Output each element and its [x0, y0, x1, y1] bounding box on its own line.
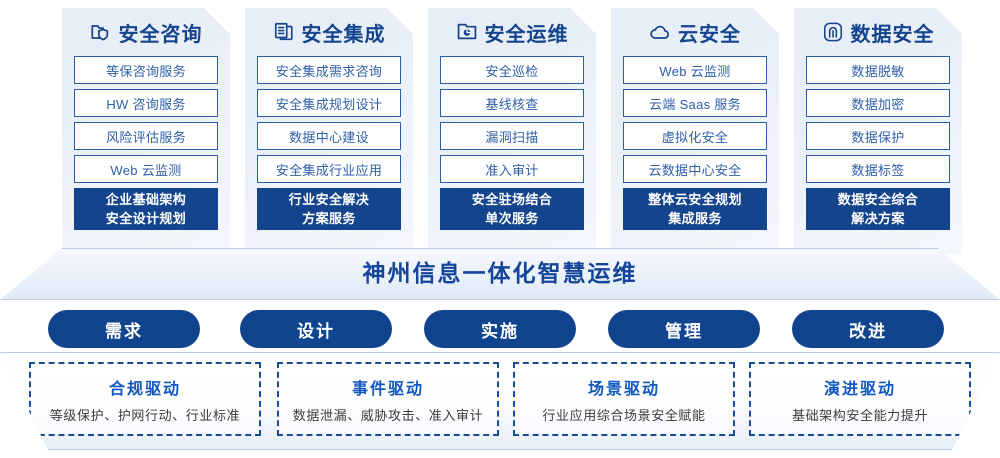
- panel-item[interactable]: 安全集成规划设计: [257, 89, 401, 117]
- stacked-documents-icon: [273, 21, 295, 43]
- panel-summary[interactable]: 企业基础架构 安全设计规划: [74, 188, 218, 230]
- panel-item[interactable]: HW 咨询服务: [74, 89, 218, 117]
- category-panel-security-operations[interactable]: 安全运维 安全巡检 基线核查 漏洞扫描 准入审计 安全驻场结合 单次服务: [428, 8, 596, 254]
- folder-chart-icon: [456, 21, 478, 43]
- pill-management[interactable]: 管理: [608, 310, 760, 348]
- driver-title: 演进驱动: [823, 380, 896, 398]
- panel-item[interactable]: Web 云监测: [623, 56, 767, 84]
- category-panels: 安全咨询 等保咨询服务 HW 咨询服务 风险评估服务 Web 云监测 企业基础架…: [0, 0, 1000, 258]
- fingerprint-icon: [822, 21, 844, 43]
- platform-banner-title: 神州信息一体化智慧运维: [362, 260, 638, 286]
- folder-shield-icon: [90, 21, 112, 43]
- panel-item[interactable]: Web 云监测: [74, 155, 218, 183]
- panel-title: 安全运维: [484, 23, 569, 46]
- panel-item[interactable]: 数据中心建设: [257, 122, 401, 150]
- panel-summary[interactable]: 整体云安全规划 集成服务: [623, 188, 767, 230]
- panel-header: 安全集成: [257, 8, 401, 56]
- pill-improvement[interactable]: 改进: [792, 310, 944, 348]
- panel-header: 安全咨询: [74, 8, 218, 56]
- pill-design[interactable]: 设计: [240, 310, 392, 348]
- cloud-icon: [649, 21, 671, 43]
- driver-subtitle: 等级保护、护网行动、行业标准: [49, 407, 241, 423]
- pill-requirement[interactable]: 需求: [48, 310, 200, 348]
- driver-base: 合规驱动 等级保护、护网行动、行业标准 事件驱动 数据泄漏、威胁攻击、准入审计 …: [0, 352, 1000, 450]
- driver-subtitle: 行业应用综合场景安全赋能: [542, 407, 706, 423]
- driver-box-incident[interactable]: 事件驱动 数据泄漏、威胁攻击、准入审计: [277, 362, 499, 436]
- panel-item[interactable]: 基线核查: [440, 89, 584, 117]
- panel-item[interactable]: 虚拟化安全: [623, 122, 767, 150]
- panel-item[interactable]: 数据标签: [806, 155, 950, 183]
- panel-summary-line2: 集成服务: [668, 211, 722, 226]
- driver-box-compliance[interactable]: 合规驱动 等级保护、护网行动、行业标准: [29, 362, 261, 436]
- panel-title: 数据安全: [850, 23, 935, 46]
- panel-summary-line1: 安全驻场结合: [471, 192, 553, 207]
- panel-item[interactable]: 漏洞扫描: [440, 122, 584, 150]
- driver-title: 合规驱动: [108, 380, 181, 398]
- platform-banner: 神州信息一体化智慧运维: [0, 248, 1000, 300]
- driver-title: 场景驱动: [587, 380, 660, 398]
- panel-title: 云安全: [678, 23, 741, 46]
- panel-item[interactable]: 数据脱敏: [806, 56, 950, 84]
- panel-header: 数据安全: [806, 8, 950, 56]
- panel-summary-line2: 方案服务: [302, 211, 356, 226]
- driver-title: 事件驱动: [351, 380, 424, 398]
- panel-item[interactable]: 安全集成行业应用: [257, 155, 401, 183]
- category-panel-cloud-security[interactable]: 云安全 Web 云监测 云端 Saas 服务 虚拟化安全 云数据中心安全 整体云…: [611, 8, 779, 254]
- panel-title: 安全咨询: [118, 23, 203, 46]
- driver-box-scenario[interactable]: 场景驱动 行业应用综合场景安全赋能: [513, 362, 735, 436]
- lifecycle-pills: 需求 设计 实施 管理 改进: [0, 310, 1000, 348]
- panel-header: 安全运维: [440, 8, 584, 56]
- panel-item[interactable]: 云端 Saas 服务: [623, 89, 767, 117]
- category-panel-security-consulting[interactable]: 安全咨询 等保咨询服务 HW 咨询服务 风险评估服务 Web 云监测 企业基础架…: [62, 8, 230, 254]
- panel-summary[interactable]: 行业安全解决 方案服务: [257, 188, 401, 230]
- panel-summary-line2: 解决方案: [851, 211, 905, 226]
- panel-title: 安全集成: [301, 23, 386, 46]
- panel-item[interactable]: 安全集成需求咨询: [257, 56, 401, 84]
- panel-summary-line1: 整体云安全规划: [648, 192, 742, 207]
- driver-subtitle: 基础架构安全能力提升: [791, 407, 928, 423]
- pill-implementation[interactable]: 实施: [424, 310, 576, 348]
- panel-item[interactable]: 风险评估服务: [74, 122, 218, 150]
- panel-summary-line2: 单次服务: [485, 211, 539, 226]
- panel-item[interactable]: 准入审计: [440, 155, 584, 183]
- panel-header: 云安全: [623, 8, 767, 56]
- panel-summary[interactable]: 数据安全综合 解决方案: [806, 188, 950, 230]
- panel-summary-line2: 安全设计规划: [105, 211, 187, 226]
- panel-summary-line1: 行业安全解决: [288, 192, 370, 207]
- panel-summary-line1: 企业基础架构: [105, 192, 187, 207]
- category-panel-security-integration[interactable]: 安全集成 安全集成需求咨询 安全集成规划设计 数据中心建设 安全集成行业应用 行…: [245, 8, 413, 254]
- panel-item[interactable]: 等保咨询服务: [74, 56, 218, 84]
- driver-box-evolution[interactable]: 演进驱动 基础架构安全能力提升: [749, 362, 971, 436]
- panel-summary[interactable]: 安全驻场结合 单次服务: [440, 188, 584, 230]
- panel-item[interactable]: 安全巡检: [440, 56, 584, 84]
- driver-subtitle: 数据泄漏、威胁攻击、准入审计: [292, 407, 484, 423]
- panel-item[interactable]: 数据保护: [806, 122, 950, 150]
- panel-item[interactable]: 数据加密: [806, 89, 950, 117]
- panel-summary-line1: 数据安全综合: [837, 192, 919, 207]
- category-panel-data-security[interactable]: 数据安全 数据脱敏 数据加密 数据保护 数据标签 数据安全综合 解决方案: [794, 8, 962, 254]
- panel-item[interactable]: 云数据中心安全: [623, 155, 767, 183]
